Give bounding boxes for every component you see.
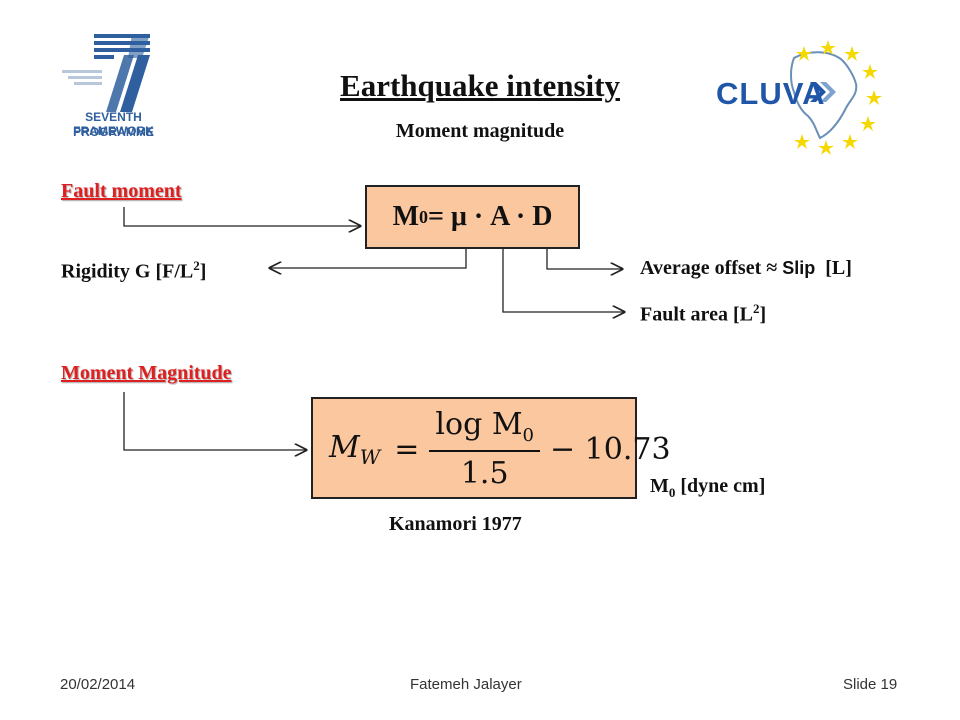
magnitude-equation-box: MW = log M0 1.5 − 10.73 (311, 397, 671, 499)
rigidity-end: ] (199, 260, 207, 283)
kanamori-citation: Kanamori 1977 (389, 513, 522, 535)
mw-equals: = (394, 431, 420, 467)
eq-rhs: = μ · A · D (428, 201, 553, 232)
page-title: Earthquake intensity (340, 68, 620, 103)
eq-m: M (392, 201, 420, 232)
rigidity-text: Rigidity G [F/L (61, 260, 194, 283)
seventh-framework-logo: SEVENTH FRAMEWORK PROGRAMME (46, 30, 181, 148)
footer-author: Fatemeh Jalayer (410, 676, 522, 693)
page-subtitle: Moment magnitude (395, 120, 565, 142)
area-end: ] (759, 303, 767, 326)
offset-text: Average offset ≈ (640, 257, 783, 279)
average-offset-label: Average offset ≈ Slip [L] (640, 257, 852, 280)
fp7-seven-icon (62, 34, 150, 112)
mw-fraction: log M0 1.5 (429, 407, 540, 491)
arrow-moment-magnitude (123, 392, 306, 450)
area-text: Fault area [L (640, 303, 753, 326)
arrow-area (502, 249, 624, 312)
eq-m-sub: 0 (419, 206, 429, 227)
cluva-logo: CLUVA (712, 36, 888, 156)
fault-moment-heading: Fault moment (61, 180, 182, 202)
rigidity-label: Rigidity G [F/L2] (61, 258, 206, 284)
fp7-logo-line2: PROGRAMME (73, 125, 154, 139)
mw-denominator: 1.5 (460, 456, 509, 491)
fault-area-label: Fault area [L2] (640, 301, 766, 327)
arrow-offset (546, 249, 622, 269)
m0-unit-label: M0 [dyne cm] (650, 475, 766, 500)
area-sup: 2 (752, 301, 760, 316)
arrow-rigidity (270, 249, 467, 268)
mw-numerator: log M0 (429, 407, 540, 452)
magnitude-equation: MW = log M0 1.5 − 10.73 (329, 407, 671, 491)
offset-end: [L] (815, 257, 852, 279)
moment-magnitude-heading: Moment Magnitude (61, 362, 232, 384)
offset-slip: Slip (782, 258, 816, 278)
arrow-fault-moment (123, 207, 360, 226)
fp7-logo-line1: SEVENTH FRAMEWORK (73, 110, 154, 138)
footer-slide-number: Slide 19 (843, 676, 898, 693)
footer-date: 20/02/2014 (60, 676, 136, 693)
rigidity-sup: 2 (193, 258, 200, 273)
mw-lhs: MW (329, 429, 381, 469)
africa-stars-icon (790, 40, 882, 155)
cluva-logo-text: CLUVA (716, 76, 826, 111)
mw-minus: − 10.73 (550, 431, 671, 467)
